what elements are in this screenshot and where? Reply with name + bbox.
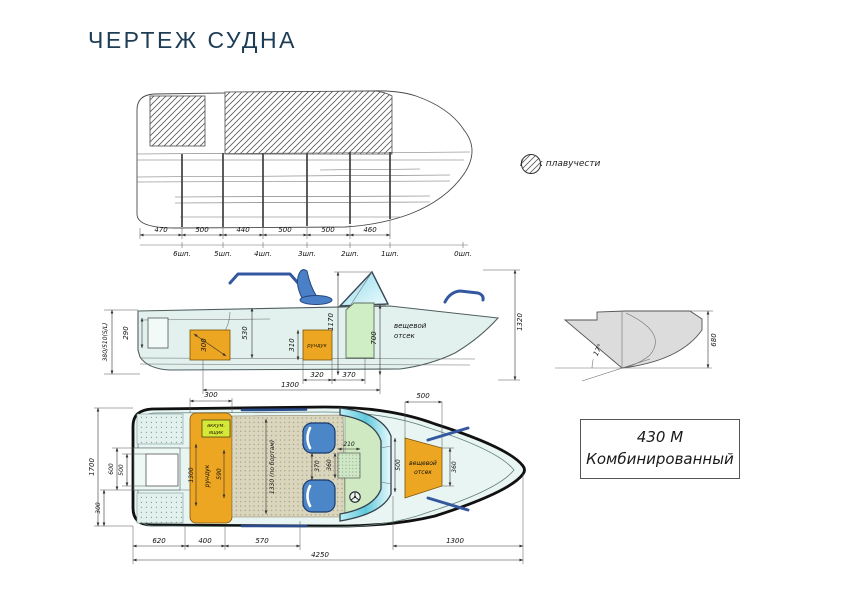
section-view-drawing: 17° 680 — [555, 310, 718, 382]
dim-370: 370 — [342, 371, 356, 379]
legend: Блок плавучести — [520, 154, 601, 174]
top-station-labels: 6шп. 5шп. 4шп. 3шп. 2шп. 1шп. 0шп. — [140, 242, 472, 258]
windshield-frame-line — [349, 271, 373, 307]
side-locker-aft-label: рундук — [306, 343, 327, 349]
dim-frame-500c: 500 — [321, 226, 335, 234]
dim-360-bow: 360 — [451, 461, 458, 473]
side-locker-aft — [302, 329, 333, 361]
buoyancy-legend-icon — [521, 154, 541, 174]
buoyancy-block-aft — [149, 95, 206, 147]
top-dimension-chain: 470 500 440 500 500 460 — [139, 220, 391, 239]
station-3: 3шп. — [298, 250, 316, 258]
battery-label-2: ящик — [209, 430, 224, 436]
seat-top — [302, 422, 336, 454]
console-side — [345, 302, 375, 359]
bow-rail-side — [443, 289, 485, 304]
dim-4250: 4250 — [311, 551, 329, 559]
dim-500-ws: 500 — [395, 459, 402, 471]
station-1: 1шп. — [381, 250, 399, 258]
top-frames — [181, 152, 391, 227]
dim-frame-440: 440 — [236, 226, 250, 234]
dim-locker-300: 300 — [200, 338, 208, 352]
dash-panel — [337, 452, 361, 479]
steering-wheel-icon — [349, 491, 361, 503]
cockpit-rail-top — [240, 408, 308, 412]
dim-370-seats: 370 — [314, 460, 321, 472]
windshield-plan — [339, 407, 392, 522]
model-label-box: 430 М Комбинированный — [580, 419, 740, 479]
stern-platform-bottom — [136, 492, 184, 524]
bow-locker-label-2: отсек — [414, 469, 432, 476]
aft-rail — [228, 272, 300, 285]
dim-300-platform: 300 — [95, 502, 102, 514]
battery-box — [201, 419, 231, 438]
motor-cutout — [147, 317, 169, 349]
station-4: 4шп. — [254, 250, 272, 258]
motor-well-cutout — [145, 453, 179, 487]
dim-590: 590 — [216, 468, 223, 480]
plan-inner-gunwale — [137, 411, 515, 528]
battery-label-1: аккум. — [207, 423, 225, 429]
dim-frame-470: 470 — [154, 226, 168, 234]
dim-290: 290 — [122, 326, 130, 340]
station-0: 0шп. — [454, 250, 472, 258]
dim-frame-500a: 500 — [195, 226, 209, 234]
buoyancy-block-main — [224, 90, 393, 155]
driver-seat-side — [296, 269, 333, 305]
dim-700: 700 — [370, 331, 378, 345]
plan-left-dims: 1700 600 500 300 — [88, 407, 146, 527]
dim-530: 530 — [241, 326, 249, 340]
station-5: 5шп. — [214, 250, 232, 258]
bow-compartment-label-1: вещевой — [394, 322, 427, 330]
dim-320: 320 — [310, 371, 324, 379]
dim-300-locker: 300 — [204, 391, 218, 399]
bow-rail-bottom — [426, 496, 470, 512]
model-type: Комбинированный — [586, 450, 734, 468]
dim-frame-500b: 500 — [278, 226, 292, 234]
top-view-drawing: 470 500 440 500 500 460 6шп. 5шп. 4шп. 3… — [136, 90, 473, 258]
dim-620: 620 — [152, 537, 166, 545]
dim-400: 400 — [198, 537, 212, 545]
page-title: ЧЕРТЕЖ СУДНА — [88, 27, 297, 53]
dim-frame-460: 460 — [363, 226, 377, 234]
top-stringers — [136, 151, 471, 218]
bow-rail-top — [426, 426, 470, 442]
dim-310: 310 — [288, 338, 296, 352]
dim-1700: 1700 — [88, 458, 96, 476]
seat-bottom — [302, 479, 336, 513]
dim-500-bow: 500 — [416, 392, 430, 400]
dim-570: 570 — [255, 537, 269, 545]
dim-1170: 1170 — [327, 313, 335, 331]
top-hull-outline — [136, 90, 473, 229]
side-bottom-dims: 320 370 1300 — [202, 358, 381, 394]
dim-1300-plan: 1300 — [446, 537, 464, 545]
plan-view-drawing: аккум. ящик 220 1300 рундук 590 1330 (по… — [88, 391, 526, 564]
bow-compartment-label-2: отсек — [394, 332, 416, 340]
model-name: 430 М — [636, 428, 684, 447]
bow-locker-label-1: вещевой — [409, 460, 437, 467]
station-2: 2шп. — [341, 250, 359, 258]
section-lines — [555, 311, 712, 382]
windshield-side — [338, 270, 390, 307]
dim-210: 210 — [343, 441, 355, 448]
dim-transom-heights: 380/510(S/L) — [102, 323, 109, 362]
dim-1320: 1320 — [516, 313, 524, 331]
dim-500-well: 500 — [118, 464, 125, 476]
stern-platform-top — [136, 413, 184, 445]
dim-1330: 1330 (по бортам) — [269, 440, 276, 494]
dim-1300-locker: 1300 — [188, 467, 195, 482]
dim-300-line — [193, 333, 227, 357]
plan-bottom-dims: 620 400 570 1300 4250 — [132, 474, 524, 564]
station-6: 6шп. — [173, 250, 191, 258]
dim-680: 680 — [710, 333, 718, 347]
dim-360-dash: 360 — [326, 459, 333, 471]
section-shape — [563, 310, 703, 369]
legend-label: Блок плавучести — [520, 159, 601, 169]
locker-label: рундук — [204, 464, 211, 488]
dim-600: 600 — [108, 463, 115, 475]
dim-1300-side: 1300 — [281, 381, 299, 389]
side-view-drawing: 300 530 рундук 310 1170 700 вещевой отсе… — [102, 269, 524, 394]
